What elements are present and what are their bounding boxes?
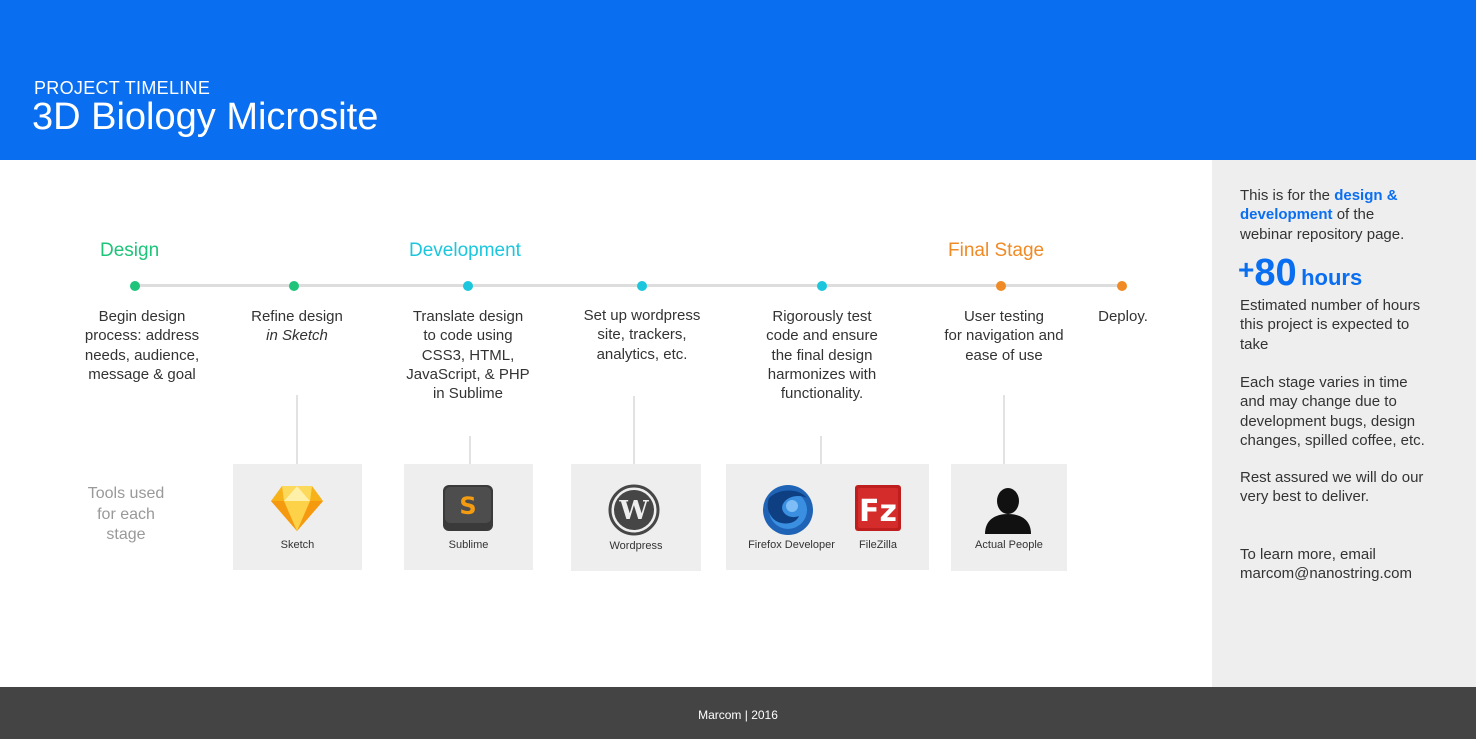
- hours-estimate: +80 hours: [1238, 252, 1363, 294]
- sidebar-contact: To learn more, email marcom@nanostring.c…: [1240, 545, 1465, 584]
- tool-card-wordpress: W Wordpress: [571, 464, 701, 571]
- timeline-line: [133, 284, 1125, 287]
- timeline-dot-refine-design: [289, 281, 299, 291]
- tool-card-sketch: Sketch: [233, 464, 362, 570]
- timeline-dot-begin-design: [130, 281, 140, 291]
- stage-description-begin-design: Begin design process: address needs, aud…: [84, 308, 200, 383]
- tool-name-filezilla: FileZilla: [859, 539, 897, 551]
- firefox-icon: [763, 485, 813, 535]
- phase-label-development: Development: [409, 240, 521, 261]
- stage-description-translate-design: Translate design to code using CSS3, HTM…: [406, 308, 530, 403]
- svg-text:Fz: Fz: [859, 494, 897, 529]
- tool-card-firefox-filezilla: Firefox Developer Fz FileZilla: [726, 464, 929, 570]
- sublime-icon: S: [443, 485, 493, 531]
- sidebar-estimate-note: Estimated number of hours this project i…: [1240, 297, 1421, 353]
- header-banner: PROJECT TIMELINE 3D Biology Microsite: [0, 0, 1476, 160]
- phase-label-design: Design: [100, 240, 160, 261]
- tool-card-sublime: S Sublime: [404, 464, 533, 570]
- page-kicker: PROJECT TIMELINE: [34, 78, 211, 98]
- footer: Marcom | 2016: [0, 687, 1476, 739]
- stage-description-refine-design: Refine design in Sketch: [251, 308, 343, 345]
- svg-text:S: S: [459, 492, 476, 520]
- tool-name-sketch: Sketch: [280, 539, 315, 551]
- tool-name-wordpress: Wordpress: [609, 540, 663, 552]
- svg-text:W: W: [618, 496, 649, 526]
- page-title: 3D Biology Microsite: [32, 96, 379, 138]
- info-sidebar: This is for the design & development of …: [1212, 160, 1476, 687]
- tool-name-sublime: Sublime: [448, 539, 489, 551]
- tool-name-firefox: Firefox Developer: [748, 539, 835, 551]
- sidebar-intro: This is for the design & development of …: [1240, 187, 1405, 243]
- footer-text: Marcom | 2016: [698, 708, 778, 722]
- stage-description-wordpress-setup: Set up wordpress site, trackers, analyti…: [583, 307, 701, 363]
- tools-label: Tools used for each stage: [87, 485, 165, 543]
- stage-description-testing: Rigorously test code and ensure the fina…: [766, 308, 878, 403]
- connector-line-wordpress: [633, 396, 635, 465]
- wordpress-icon: W: [608, 484, 660, 536]
- timeline-dot-translate-design: [463, 281, 473, 291]
- sketch-icon: [271, 486, 323, 531]
- timeline-dot-user-testing: [996, 281, 1006, 291]
- sidebar-assurance-note: Rest assured we will do our very best to…: [1240, 469, 1424, 506]
- stage-description-deploy: Deploy.: [1098, 308, 1148, 325]
- tool-name-actual-people: Actual People: [975, 539, 1043, 551]
- timeline-dot-wordpress-setup: [637, 281, 647, 291]
- connector-line-firefox-filezilla: [820, 436, 822, 465]
- filezilla-icon: Fz: [855, 485, 901, 531]
- phase-label-final-stage: Final Stage: [948, 240, 1045, 261]
- person-icon: [985, 488, 1031, 534]
- connector-line-sublime: [469, 436, 471, 465]
- connector-line-people: [1003, 395, 1005, 465]
- timeline-dot-deploy: [1117, 281, 1127, 291]
- sidebar-variance-note: Each stage varies in time and may change…: [1240, 374, 1425, 449]
- stage-description-user-testing: User testing for navigation and ease of …: [944, 308, 1064, 364]
- timeline-dot-testing: [817, 281, 827, 291]
- connector-line-sketch: [296, 395, 298, 465]
- tool-card-actual-people: Actual People: [951, 464, 1067, 571]
- contact-email: marcom@nanostring.com: [1240, 565, 1412, 583]
